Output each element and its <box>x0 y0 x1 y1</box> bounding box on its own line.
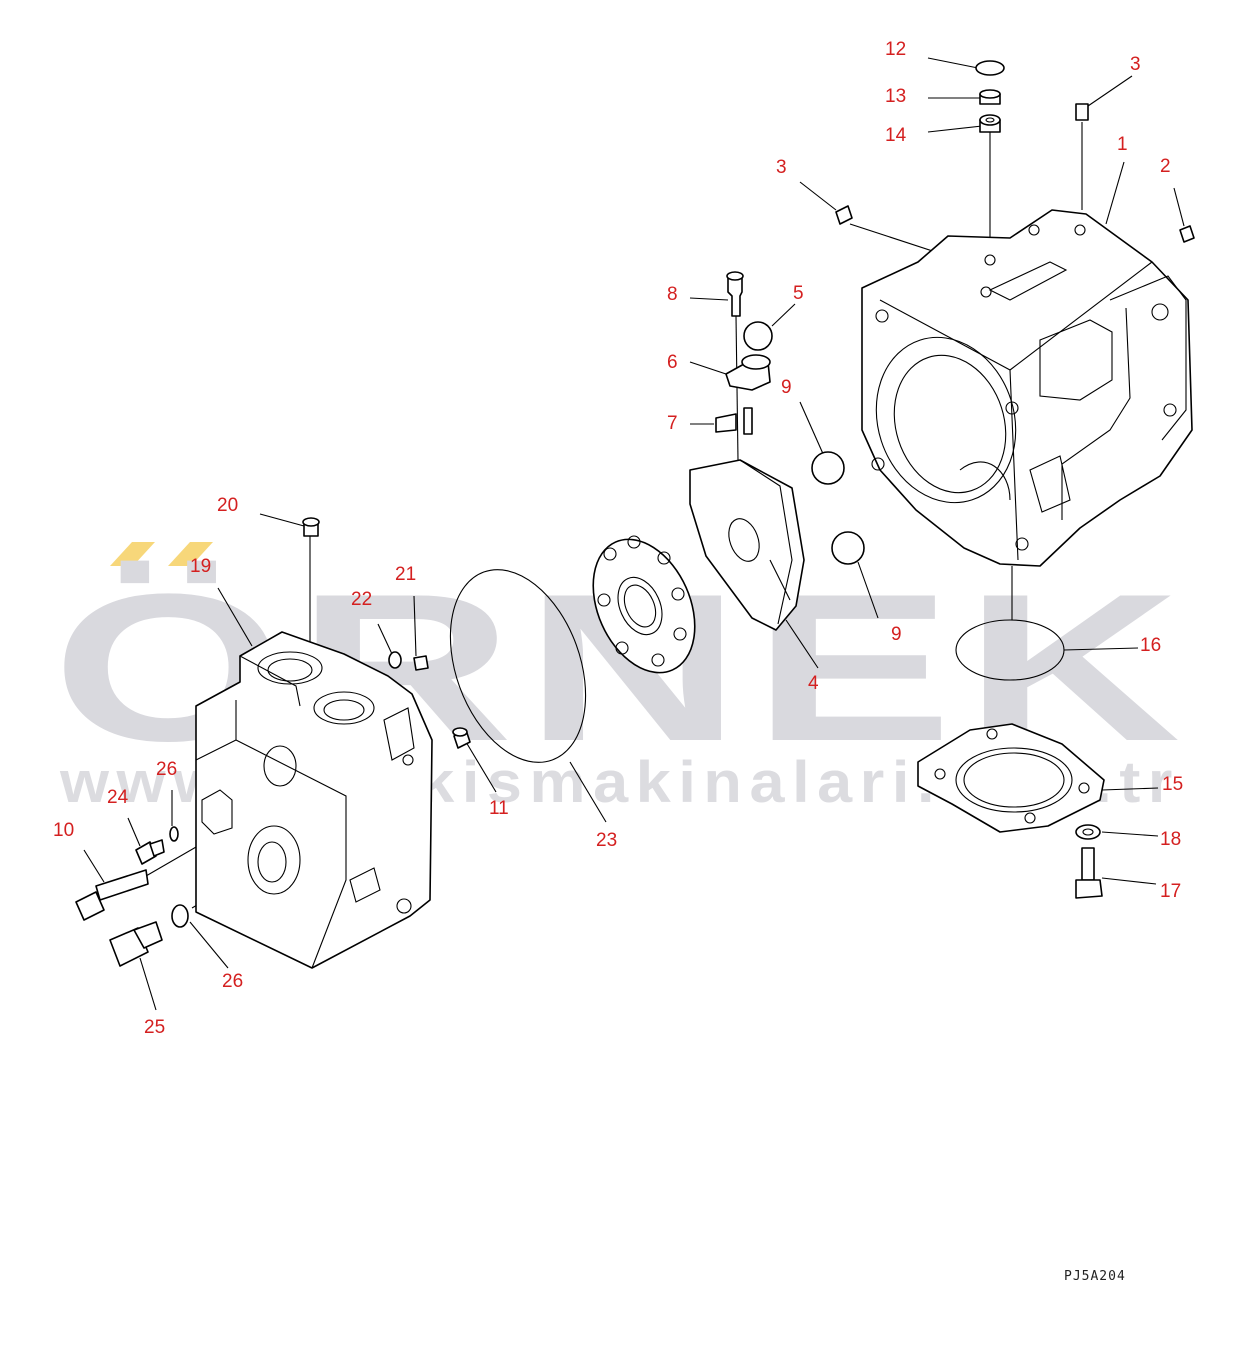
callout-24: 24 <box>107 787 129 808</box>
callout-7: 7 <box>667 413 678 434</box>
plug-3-top <box>1075 103 1089 121</box>
callout-23: 23 <box>596 830 617 851</box>
pump-housing <box>861 209 1193 567</box>
plug-3-left <box>835 205 853 225</box>
bolt-8 <box>727 275 743 317</box>
o-ring-23 <box>449 569 587 763</box>
o-ring-16 <box>955 619 1065 681</box>
valve-plate <box>592 535 696 674</box>
callout-14: 14 <box>885 125 907 146</box>
pin-21 <box>413 655 429 671</box>
watermark-accent-mark <box>110 542 155 566</box>
callout-4: 4 <box>808 673 819 694</box>
caps-and-plugs <box>835 60 1195 243</box>
callout-21: 21 <box>395 564 416 585</box>
callout-labels: 1 2 3 3 4 5 6 7 8 9 9 10 11 12 13 14 15 … <box>53 39 1183 1038</box>
callout-6: 6 <box>667 352 678 373</box>
callout-13: 13 <box>885 86 906 107</box>
callout-16: 16 <box>1140 635 1161 656</box>
bolt-17 <box>1081 847 1095 881</box>
callout-22: 22 <box>351 589 372 610</box>
end-cap-housing <box>195 631 433 969</box>
cap-12 <box>975 60 1005 76</box>
drawing-code: PJ5A204 <box>1064 1269 1126 1284</box>
o-ring-22 <box>388 651 402 669</box>
washer-18 <box>1075 824 1101 840</box>
callout-11: 11 <box>489 798 509 819</box>
plug-2 <box>1179 225 1195 243</box>
end-cap-fasteners <box>75 517 429 967</box>
callout-9-bottom: 9 <box>891 624 902 645</box>
callout-17: 17 <box>1160 881 1181 902</box>
pin-7 <box>715 413 737 433</box>
watermark-accent-mark <box>168 542 213 566</box>
callout-2: 2 <box>1160 156 1171 177</box>
callout-19: 19 <box>190 556 211 577</box>
flange-15 <box>917 723 1105 833</box>
callout-8: 8 <box>667 284 678 305</box>
callout-1: 1 <box>1117 134 1128 155</box>
callout-3-left: 3 <box>776 157 787 178</box>
callout-18: 18 <box>1160 829 1181 850</box>
callout-3-top: 3 <box>1130 54 1141 75</box>
bolt-10 <box>95 869 149 901</box>
callout-10: 10 <box>53 820 74 841</box>
servo-assembly <box>689 271 865 631</box>
callout-9-top: 9 <box>781 377 792 398</box>
callout-26-bottom: 26 <box>222 971 243 992</box>
o-ring-26-bottom <box>171 904 189 928</box>
callout-5: 5 <box>793 283 804 304</box>
ball-5 <box>743 321 773 351</box>
o-ring-26-top <box>169 826 179 842</box>
swash-cradle-4 <box>689 459 805 631</box>
callout-15: 15 <box>1162 774 1183 795</box>
callout-26-top: 26 <box>156 759 177 780</box>
ball-9-bottom <box>831 531 865 565</box>
ball-9-top <box>811 451 845 485</box>
callout-12: 12 <box>885 39 906 60</box>
callout-25: 25 <box>144 1017 165 1038</box>
callout-20: 20 <box>217 495 238 516</box>
